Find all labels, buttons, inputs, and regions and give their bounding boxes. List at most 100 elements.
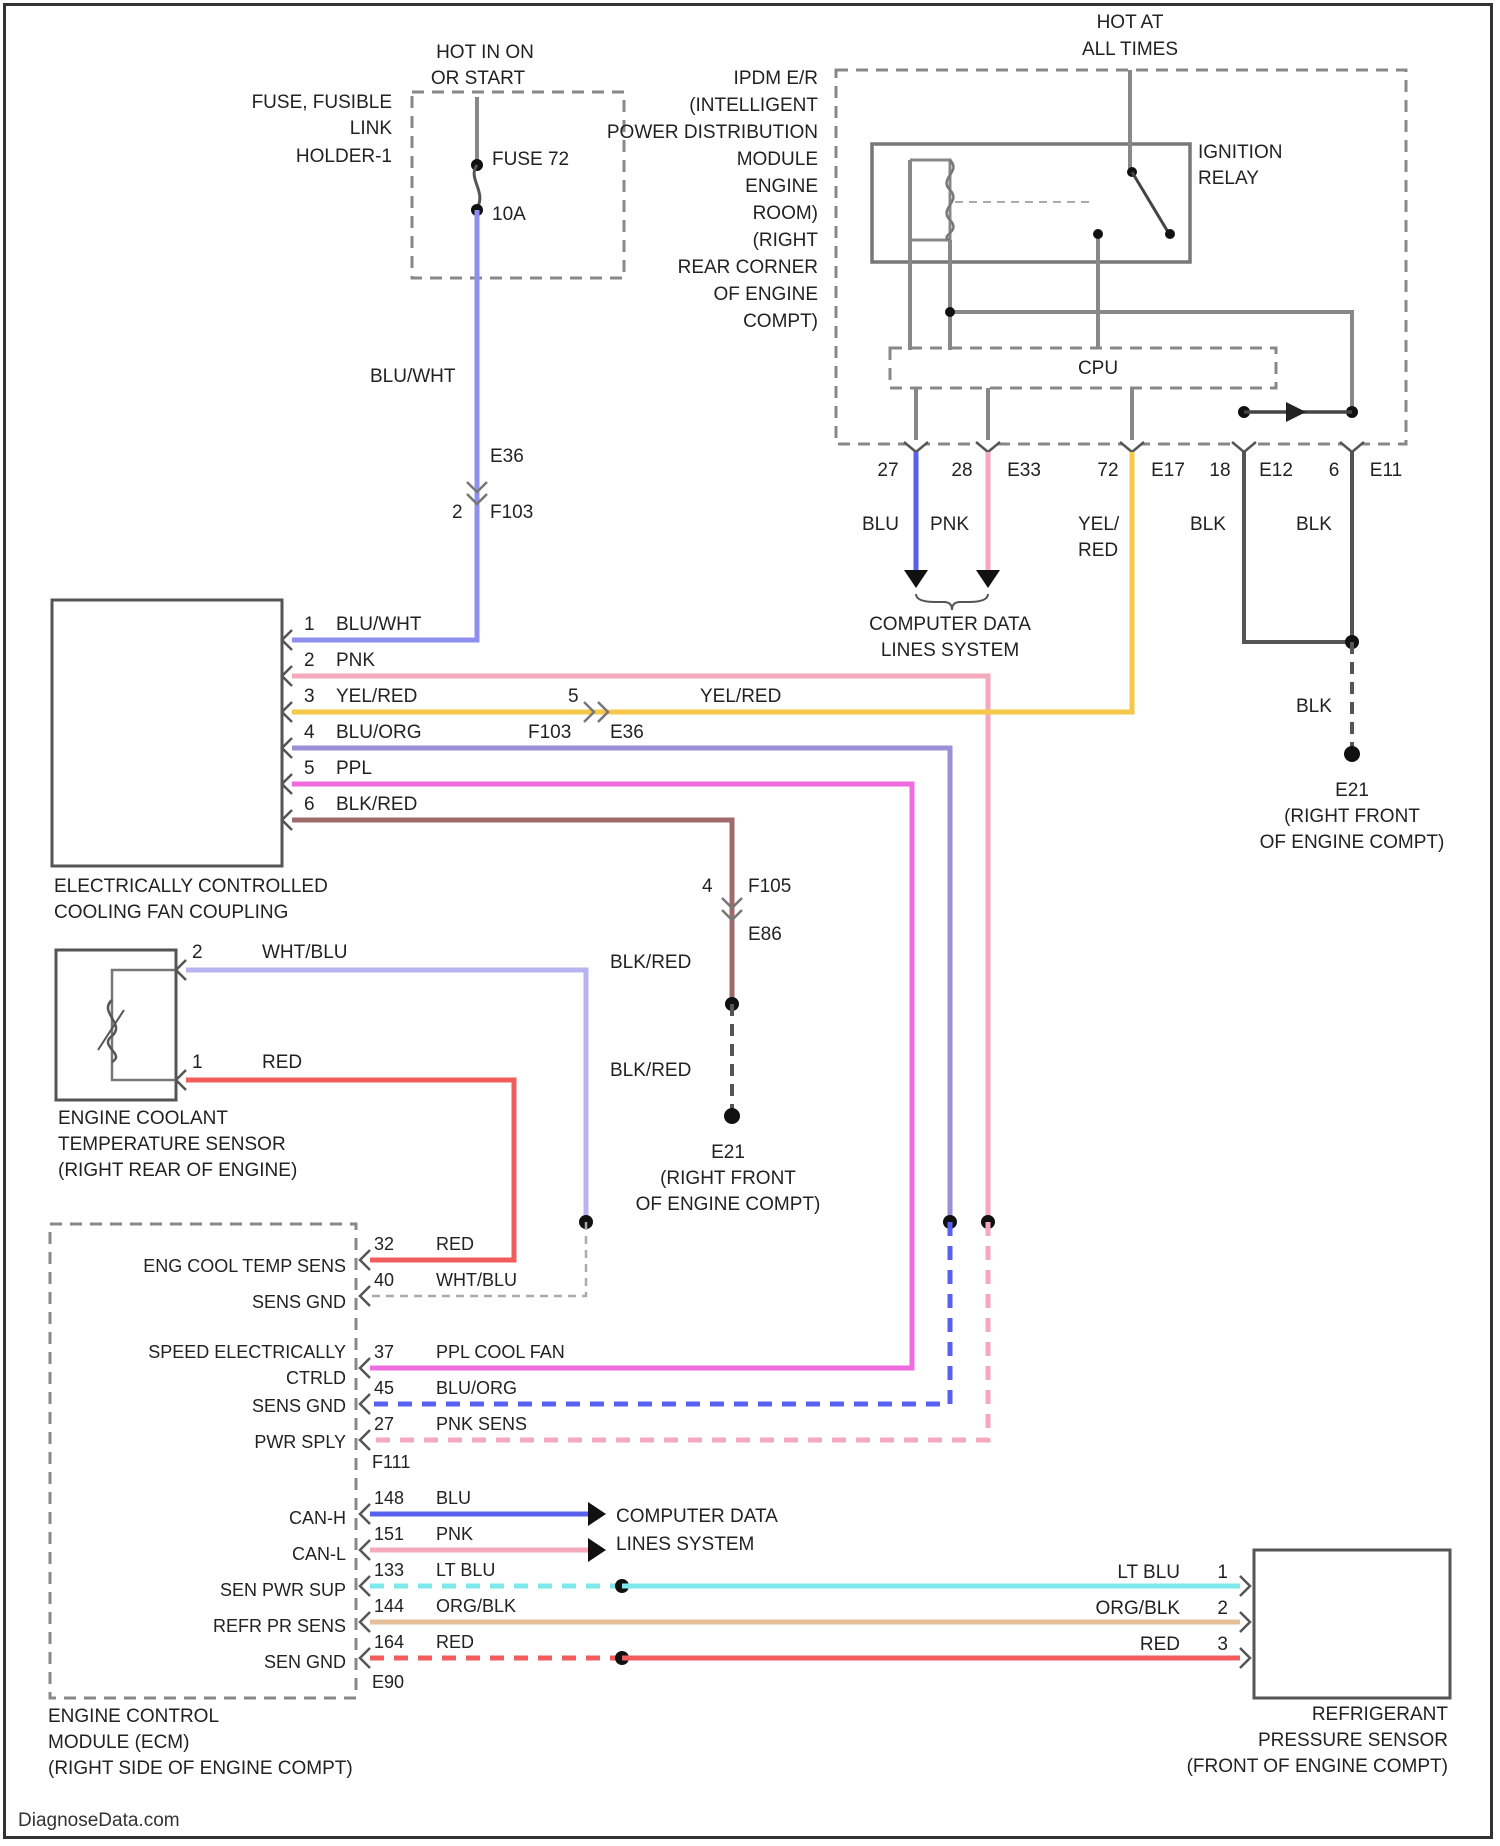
ground-e21-mid-1: E21 <box>711 1142 745 1163</box>
inline-pin-4: 4 <box>702 876 713 897</box>
svg-text:CAN-L: CAN-L <box>292 1544 346 1564</box>
svg-text:5: 5 <box>304 758 315 779</box>
ignition-relay-label-1: IGNITION <box>1198 142 1282 163</box>
svg-text:6: 6 <box>304 794 315 815</box>
wire-label-yel-red-top-1: YEL/ <box>1078 514 1120 535</box>
coolant-pin-1-wire: RED <box>262 1052 302 1073</box>
ground-e21-right-2: (RIGHT FRONT <box>1284 806 1420 827</box>
svg-text:PPL COOL FAN: PPL COOL FAN <box>436 1342 565 1362</box>
ecm-name-2: MODULE (ECM) <box>48 1732 189 1753</box>
coolant-pin-2-num: 2 <box>192 942 203 963</box>
connector-f105: F105 <box>748 876 791 897</box>
wire-label-blk-c: BLK <box>1296 696 1332 717</box>
ecm-pins-a <box>360 1250 370 1450</box>
relay-contact-node-2 <box>1165 229 1175 239</box>
fuse-holder-name-3: HOLDER-1 <box>296 146 392 167</box>
wire-label-blk-a: BLK <box>1190 514 1226 535</box>
connector-e36-top: E36 <box>490 446 524 467</box>
svg-text:LT BLU: LT BLU <box>436 1560 495 1580</box>
ipdm-pin-27 <box>904 442 928 452</box>
diode-icon <box>1286 402 1306 422</box>
svg-text:BLU: BLU <box>436 1488 471 1508</box>
ecm-pins-b <box>360 1504 370 1668</box>
fuse-power-label-2: OR START <box>431 68 526 89</box>
svg-text:LT BLU: LT BLU <box>1117 1562 1180 1583</box>
svg-text:(RIGHT: (RIGHT <box>753 230 819 251</box>
svg-text:72: 72 <box>1097 460 1118 481</box>
wire-label-ipdm-pnk: PNK <box>930 514 969 535</box>
ipdm-power-label-1: HOT AT <box>1097 12 1164 33</box>
ground-e21-right-3: OF ENGINE COMPT) <box>1260 832 1445 853</box>
svg-text:2: 2 <box>304 650 315 671</box>
relay-coil-wires <box>910 160 950 350</box>
wire-label-blu-wht-top: BLU/WHT <box>370 366 456 387</box>
refrigerant-sensor-name-3: (FRONT OF ENGINE COMPT) <box>1187 1756 1448 1777</box>
svg-text:COMPT): COMPT) <box>743 311 818 332</box>
svg-text:PNK: PNK <box>436 1524 473 1544</box>
cpu-label: CPU <box>1078 358 1118 379</box>
svg-text:BLU/ORG: BLU/ORG <box>336 722 422 743</box>
coolant-pin-1-num: 1 <box>192 1052 203 1073</box>
svg-text:(INTELLIGENT: (INTELLIGENT <box>689 95 818 116</box>
svg-text:SENS GND: SENS GND <box>252 1396 346 1416</box>
connector-e86: E86 <box>748 924 782 945</box>
svg-text:E90: E90 <box>372 1672 404 1692</box>
footer-watermark: DiagnoseData.com <box>18 1810 180 1831</box>
svg-text:RED: RED <box>436 1632 474 1652</box>
fan-coupling-pins: 1 BLU/WHT 2 PNK 3 YEL/RED 4 BLU/ORG 5 PP… <box>282 614 422 830</box>
fuse-holder-name-2: LINK <box>350 118 393 139</box>
refrigerant-sensor-name-2: PRESSURE SENSOR <box>1258 1730 1448 1751</box>
ecm-rows-a: ENG COOL TEMP SENS SENS GND SPEED ELECTR… <box>143 1234 564 1472</box>
svg-text:E17: E17 <box>1151 460 1185 481</box>
wire-blk-red <box>292 820 732 1004</box>
ground-e21-mid-2: (RIGHT FRONT <box>660 1168 796 1189</box>
wire-blu-wht <box>292 210 477 640</box>
svg-text:ENGINE: ENGINE <box>745 176 818 197</box>
wire-label-yel-red-mid: YEL/RED <box>700 686 781 707</box>
arrow-can-h <box>588 1502 606 1526</box>
ipdm-internal-bus <box>950 312 1352 412</box>
svg-text:SENS GND: SENS GND <box>252 1292 346 1312</box>
ground-e21-mid-icon <box>724 1108 740 1124</box>
wire-pnk <box>292 676 988 1222</box>
svg-text:PNK: PNK <box>336 650 375 671</box>
svg-text:133: 133 <box>374 1560 404 1580</box>
ipdm-pin-28 <box>976 442 1000 452</box>
svg-text:YEL/RED: YEL/RED <box>336 686 417 707</box>
ecm-computer-data-2: LINES SYSTEM <box>616 1534 754 1555</box>
wire-label-yel-red-top-2: RED <box>1078 540 1118 561</box>
svg-text:1: 1 <box>304 614 315 635</box>
ipdm-power-label-2: ALL TIMES <box>1082 39 1178 60</box>
wire-pnk-sens <box>370 1222 988 1440</box>
svg-text:WHT/BLU: WHT/BLU <box>436 1270 517 1290</box>
ecm-name-1: ENGINE CONTROL <box>48 1706 219 1727</box>
connector-f103-pin: 2 <box>452 502 463 523</box>
ground-e21-right-icon <box>1344 746 1360 762</box>
svg-text:PPL: PPL <box>336 758 372 779</box>
connector-e36-mid: E36 <box>610 722 644 743</box>
coolant-sensor-name-2: TEMPERATURE SENSOR <box>58 1134 286 1155</box>
wire-wht-blu <box>186 970 586 1222</box>
svg-text:6: 6 <box>1329 460 1340 481</box>
svg-text:144: 144 <box>374 1596 404 1616</box>
arrow-can-l <box>588 1538 606 1562</box>
data-lines-brace <box>916 594 988 610</box>
svg-text:32: 32 <box>374 1234 394 1254</box>
svg-text:REAR CORNER: REAR CORNER <box>678 257 818 278</box>
svg-text:BLK/RED: BLK/RED <box>336 794 417 815</box>
refrigerant-sensor-name-1: REFRIGERANT <box>1312 1704 1449 1725</box>
svg-text:OF ENGINE: OF ENGINE <box>713 284 818 305</box>
relay-output-node <box>1093 229 1103 239</box>
relay-coil-frame <box>910 160 950 240</box>
ipdm-pins: 27 28 E33 72 E17 18 E12 6 E11 <box>877 442 1402 481</box>
svg-text:CAN-H: CAN-H <box>289 1508 346 1528</box>
fan-coupling-box <box>52 600 282 866</box>
wire-label-blk-red-2: BLK/RED <box>610 1060 691 1081</box>
coolant-sensor-name-1: ENGINE COOLANT <box>58 1108 228 1129</box>
fan-coupling-name-1: ELECTRICALLY CONTROLLED <box>54 876 328 897</box>
ipdm-computer-data-1: COMPUTER DATA <box>869 614 1031 635</box>
fuse-holder-box <box>412 92 624 278</box>
svg-text:PNK SENS: PNK SENS <box>436 1414 527 1434</box>
svg-text:SEN GND: SEN GND <box>264 1652 346 1672</box>
